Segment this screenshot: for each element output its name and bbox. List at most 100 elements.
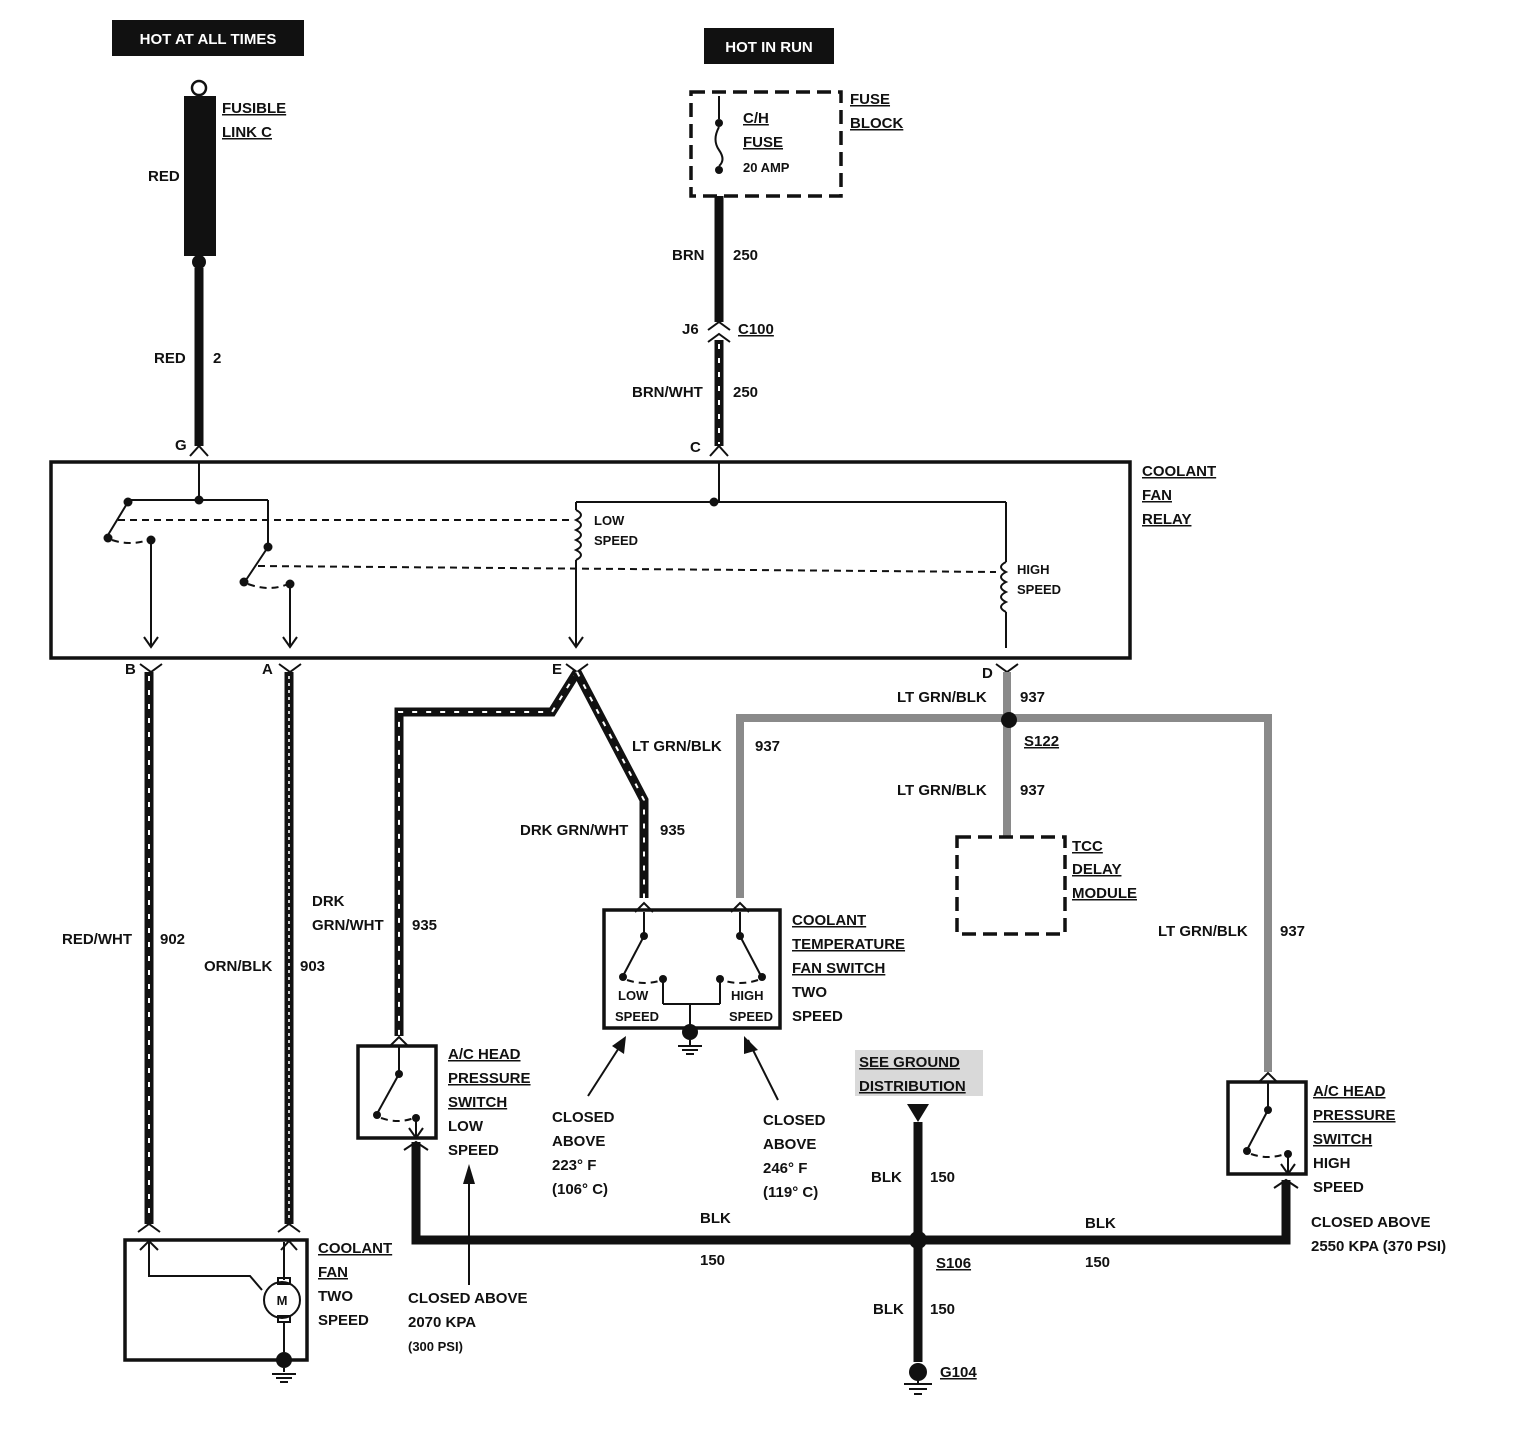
wire-937-right-circuit: 937 xyxy=(1280,923,1305,940)
wire-red-2-circuit: 2 xyxy=(213,350,221,367)
wire-902-circuit: 902 xyxy=(160,931,185,948)
ac-high-closed-1: CLOSED ABOVE xyxy=(1311,1214,1430,1231)
coolant-fan-relay: COOLANT FAN RELAY G C xyxy=(49,437,1216,682)
wire-blk-150-horizontal xyxy=(411,1142,1291,1245)
temp-switch-low-1: LOW xyxy=(618,988,649,1003)
wire-150-top-color: BLK xyxy=(871,1169,902,1186)
wire-150-bottom-color: BLK xyxy=(873,1301,904,1318)
relay-title-2: FAN xyxy=(1142,487,1172,504)
closed-246-1: CLOSED xyxy=(763,1112,826,1129)
fusible-link-c: FUSIBLE LINK C RED xyxy=(148,79,286,269)
coolant-fan-motor: M COOLANT FAN TWO SPEED xyxy=(123,1222,392,1383)
temp-switch-title-3: FAN SWITCH xyxy=(792,960,885,977)
splice-s106 xyxy=(909,1231,927,1249)
hot-at-all-times-label: HOT AT ALL TIMES xyxy=(140,31,277,48)
tcc-label-3: MODULE xyxy=(1072,885,1137,902)
ac-low-title-5: SPEED xyxy=(448,1142,499,1159)
temp-switch-title-5: SPEED xyxy=(792,1008,843,1025)
wire-937-right-color: LT GRN/BLK xyxy=(1158,923,1248,940)
closed-223-annotation: CLOSED ABOVE 223° F (106° C) xyxy=(552,1036,626,1198)
wire-brn-wht-250-color: BRN/WHT xyxy=(632,384,703,401)
coolant-fan-title-3: TWO xyxy=(318,1288,353,1305)
ground-dist-1: SEE GROUND xyxy=(859,1054,960,1071)
wire-drk-grn-wht-935-left xyxy=(394,669,581,1036)
closed-223-4: (106° C) xyxy=(552,1181,608,1198)
ground-distribution-ref: SEE GROUND DISTRIBUTION xyxy=(855,1050,983,1096)
wire-903-circuit: 903 xyxy=(300,958,325,975)
wire-brn-250-circuit: 250 xyxy=(733,247,758,264)
connector-j6-label: J6 xyxy=(682,321,699,338)
relay-pin-e: E xyxy=(552,661,562,678)
tcc-label-2: DELAY xyxy=(1072,861,1121,878)
ac-high-title-4: HIGH xyxy=(1313,1155,1351,1172)
tcc-delay-module: TCC DELAY MODULE xyxy=(955,835,1137,936)
wire-937-tcc-circuit: 937 xyxy=(1020,782,1045,799)
fuse-name-2: FUSE xyxy=(743,134,783,151)
ac-high-title-5: SPEED xyxy=(1313,1179,1364,1196)
relay-pin-b: B xyxy=(125,661,136,678)
closed-223-2: ABOVE xyxy=(552,1133,605,1150)
fuse-rating: 20 AMP xyxy=(743,160,790,175)
wire-935-circuit: 935 xyxy=(660,822,685,839)
relay-title-1: COOLANT xyxy=(1142,463,1216,480)
wire-150-left-color: BLK xyxy=(700,1210,731,1227)
wire-937-d-circuit: 937 xyxy=(1020,689,1045,706)
fuse-block: C/H FUSE 20 AMP FUSE BLOCK xyxy=(689,90,903,198)
wire-150-right-circuit: 150 xyxy=(1085,1254,1110,1271)
ac-high-title-1: A/C HEAD xyxy=(1313,1083,1386,1100)
ac-high-closed-2: 2550 KPA (370 PSI) xyxy=(1311,1238,1446,1255)
fusible-link-wire-color: RED xyxy=(148,168,180,185)
motor-symbol: M xyxy=(277,1293,288,1308)
fuse-name-1: C/H xyxy=(743,110,769,127)
wire-lt-grn-blk-937-right xyxy=(1007,714,1272,1072)
relay-high-speed-2: SPEED xyxy=(1017,582,1061,597)
tcc-label-1: TCC xyxy=(1072,838,1103,855)
wire-935-color: DRK GRN/WHT xyxy=(520,822,628,839)
fuse-block-title-2: BLOCK xyxy=(850,115,903,132)
ac-head-pressure-switch-low: A/C HEAD PRESSURE SWITCH LOW SPEED CLOSE… xyxy=(356,1035,531,1354)
ground-g104-label: G104 xyxy=(940,1364,977,1381)
wire-brn-250-color: BRN xyxy=(672,247,705,264)
closed-223-3: 223° F xyxy=(552,1157,596,1174)
temp-switch-title-4: TWO xyxy=(792,984,827,1001)
coolant-fan-title-2: FAN xyxy=(318,1264,348,1281)
wire-902-color: RED/WHT xyxy=(62,931,132,948)
temp-switch-high-1: HIGH xyxy=(731,988,764,1003)
closed-246-2: ABOVE xyxy=(763,1136,816,1153)
coolant-fan-title-1: COOLANT xyxy=(318,1240,392,1257)
hot-in-run-header: HOT IN RUN xyxy=(704,28,834,64)
wire-935-left-color-1: DRK xyxy=(312,893,345,910)
ground-g104 xyxy=(909,1363,927,1381)
wire-937-tcc-color: LT GRN/BLK xyxy=(897,782,987,799)
fuse-block-title-1: FUSE xyxy=(850,91,890,108)
temp-switch-low-2: SPEED xyxy=(615,1009,659,1024)
ac-low-closed-1: CLOSED ABOVE xyxy=(408,1290,527,1307)
wire-937-d-color: LT GRN/BLK xyxy=(897,689,987,706)
wire-935-left-circuit: 935 xyxy=(412,917,437,934)
hot-in-run-label: HOT IN RUN xyxy=(725,39,813,56)
splice-s122-label: S122 xyxy=(1024,733,1059,750)
wire-937-e-circuit: 937 xyxy=(755,738,780,755)
ac-high-title-3: SWITCH xyxy=(1313,1131,1372,1148)
wire-150-left-circuit: 150 xyxy=(700,1252,725,1269)
relay-pin-c: C xyxy=(690,439,701,456)
temp-switch-high-2: SPEED xyxy=(729,1009,773,1024)
relay-pin-g: G xyxy=(175,437,187,454)
wire-150-right-color: BLK xyxy=(1085,1215,1116,1232)
temp-switch-title-2: TEMPERATURE xyxy=(792,936,905,953)
ac-low-title-2: PRESSURE xyxy=(448,1070,531,1087)
wire-150-top-circuit: 150 xyxy=(930,1169,955,1186)
ground-dist-2: DISTRIBUTION xyxy=(859,1078,966,1095)
ac-head-pressure-switch-high: A/C HEAD PRESSURE SWITCH HIGH SPEED CLOS… xyxy=(1226,1071,1446,1255)
closed-246-annotation: CLOSED ABOVE 246° F (119° C) xyxy=(744,1036,826,1201)
connector-c100-label: C100 xyxy=(738,321,774,338)
wire-903-color: ORN/BLK xyxy=(204,958,272,975)
connector-c100: J6 C100 xyxy=(682,320,774,343)
splice-s122 xyxy=(1001,712,1017,728)
closed-246-4: (119° C) xyxy=(763,1184,818,1201)
relay-title-3: RELAY xyxy=(1142,511,1191,528)
coolant-temperature-fan-switch: LOW SPEED HIGH SPEED COOLANT TEMPERATURE… xyxy=(602,901,905,1055)
ac-low-closed-3: (300 PSI) xyxy=(408,1339,463,1354)
relay-high-speed-1: HIGH xyxy=(1017,562,1050,577)
